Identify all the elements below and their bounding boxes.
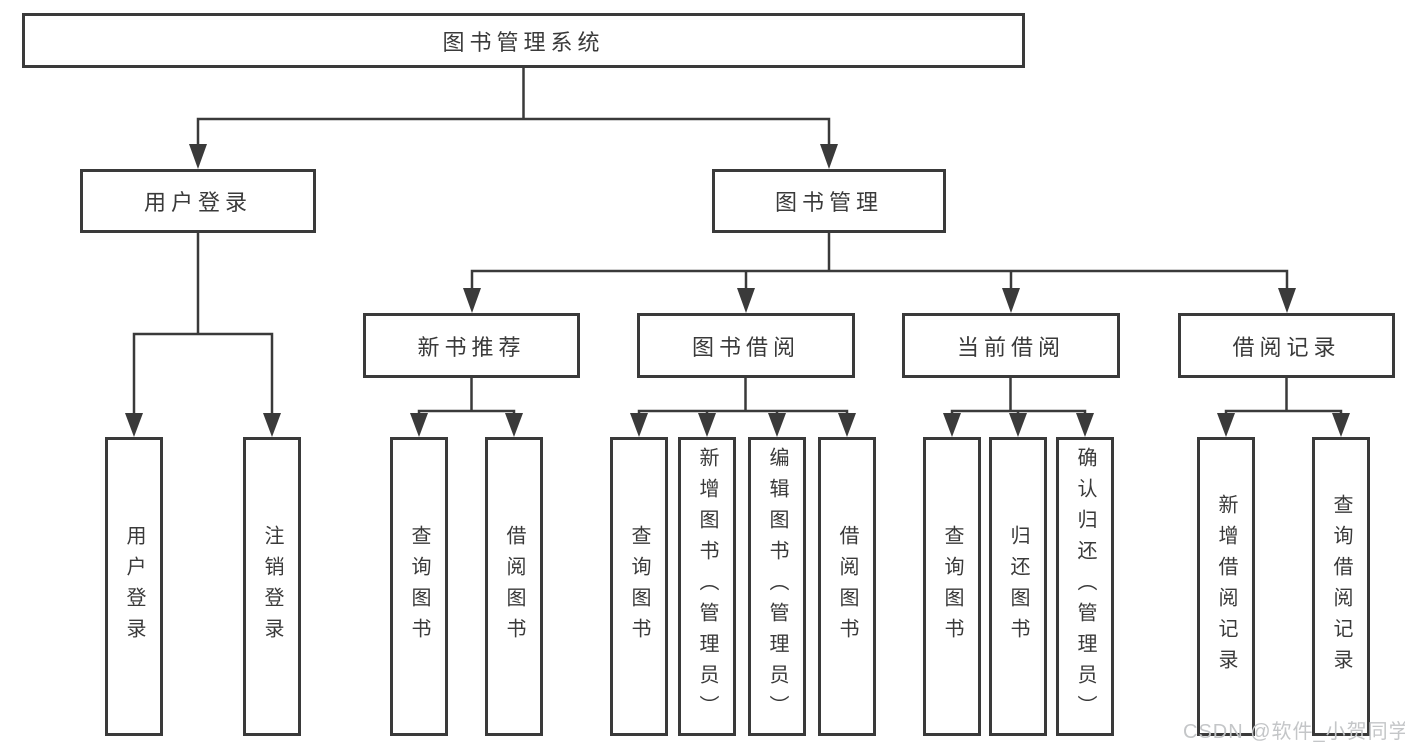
leaf-query-book-recommend: 查询图书 [390,437,448,736]
node-label: 借阅图书 [836,524,858,649]
connector-new-book [417,376,516,417]
arrow-down-icon [1332,413,1350,437]
node-label: 图书管理 [774,190,883,215]
node-root: 图书管理系统 [22,13,1025,68]
node-label: 新书推荐 [417,334,526,360]
leaf-user-login: 用户登录 [105,437,163,736]
node-label: 查询图书 [408,524,430,649]
arrow-down-icon [737,288,755,313]
arrow-down-icon [263,413,281,437]
node-label: 借阅记录 [1232,334,1341,360]
leaf-add-borrow-record: 新增借阅记录 [1197,437,1255,736]
node-label: 图书借阅 [691,334,800,360]
node-label: 查询借阅记录 [1330,493,1352,680]
leaf-query-book-current: 查询图书 [923,437,981,736]
arrow-down-icon [820,144,838,169]
leaf-return-book: 归还图书 [989,437,1047,736]
connector-user-login [132,231,274,417]
node-label: 用户登录 [143,190,252,215]
node-label: 查询图书 [941,524,963,649]
arrow-down-icon [463,288,481,313]
node-label: 确认归还（管理员） [1074,447,1096,726]
arrow-down-icon [1278,288,1296,313]
leaf-add-book-admin: 新增图书（管理员） [678,437,736,736]
node-label: 新增图书（管理员） [696,447,718,726]
node-label: 查询图书 [628,524,650,649]
node-current-borrow: 当前借阅 [902,313,1120,378]
connector-book-borrow [637,376,849,417]
node-book-borrow: 图书借阅 [637,313,855,378]
arrow-down-icon [698,413,716,437]
leaf-query-book-borrow: 查询图书 [610,437,668,736]
arrow-down-icon [630,413,648,437]
leaf-edit-book-admin: 编辑图书（管理员） [748,437,806,736]
connector-book-management [470,231,1289,292]
connector-borrow-records [1224,376,1343,417]
arrow-down-icon [505,413,523,437]
leaf-logout: 注销登录 [243,437,301,736]
node-label: 当前借阅 [956,334,1065,360]
connector-root [196,66,831,148]
node-book-management: 图书管理 [712,169,946,233]
node-label: 图书管理系统 [442,29,605,55]
arrow-down-icon [943,413,961,437]
leaf-confirm-return-admin: 确认归还（管理员） [1056,437,1114,736]
arrow-down-icon [838,413,856,437]
arrow-down-icon [1076,413,1094,437]
node-new-book-recommend: 新书推荐 [363,313,580,378]
arrow-down-icon [1009,413,1027,437]
leaf-borrow-book-recommend: 借阅图书 [485,437,543,736]
arrow-down-icon [125,413,143,437]
node-label: 新增借阅记录 [1215,493,1237,680]
arrowheads [125,144,1350,437]
arrow-down-icon [410,413,428,437]
node-label: 用户登录 [123,524,145,649]
node-label: 归还图书 [1007,524,1029,649]
leaf-query-borrow-record: 查询借阅记录 [1312,437,1370,736]
node-borrow-records: 借阅记录 [1178,313,1395,378]
arrow-down-icon [189,144,207,169]
connector-current-borrow [950,376,1087,417]
node-label: 借阅图书 [503,524,525,649]
arrow-down-icon [1002,288,1020,313]
node-label: 编辑图书（管理员） [766,447,788,726]
node-user-login: 用户登录 [80,169,316,233]
watermark: CSDN @软件_小贺同学 [1183,721,1405,743]
node-label: 注销登录 [261,524,283,649]
arrow-down-icon [768,413,786,437]
arrow-down-icon [1217,413,1235,437]
leaf-borrow-book: 借阅图书 [818,437,876,736]
